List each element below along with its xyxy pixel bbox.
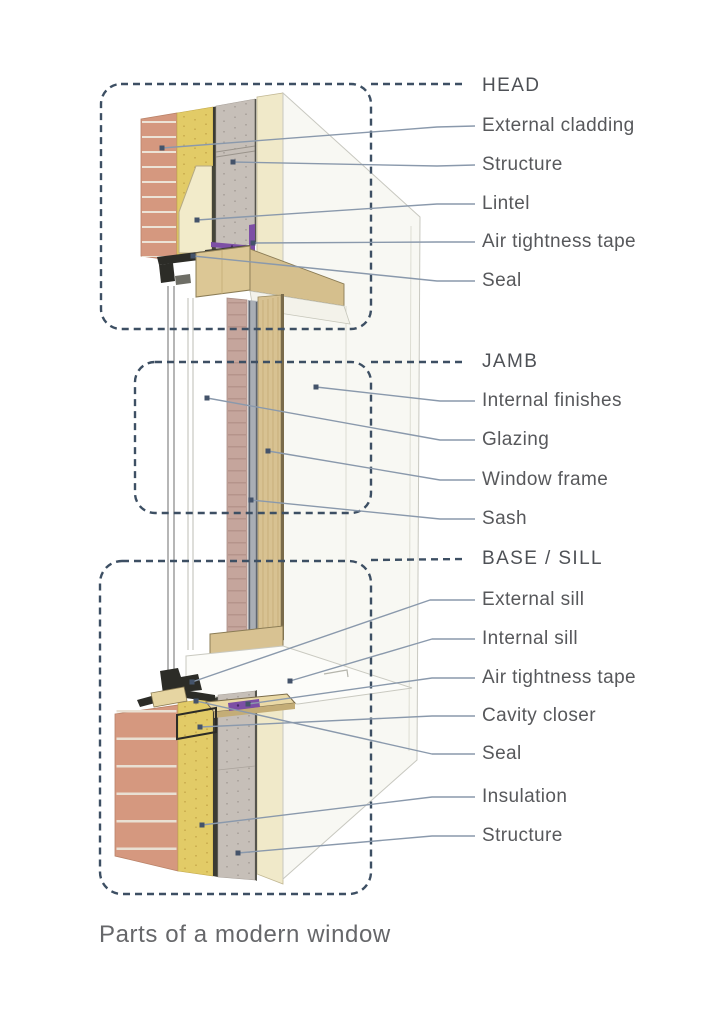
label-base-air-tightness-tape: Air tightness tape [482,667,637,688]
leader-glazing [206,397,475,441]
jamb-frame-strip [257,294,282,647]
label-head-seal: Seal [482,270,522,291]
leader-lintel [196,203,475,221]
diagram-title: Parts of a modern window [99,921,391,948]
interior-wall-face [282,91,421,881]
label-lintel: Lintel [482,193,530,214]
base-section-leader [370,557,465,562]
leader-external-cladding [161,125,476,149]
leader-head-seal [192,255,475,282]
glazing-lines [167,286,194,672]
label-internal-finishes: Internal finishes [482,390,622,411]
frame-head-block [195,245,251,298]
label-external-cladding: External cladding [482,115,635,136]
label-external-sill: External sill [482,589,585,610]
label-cavity-closer: Cavity closer [482,705,596,726]
section-label-jamb: JAMB [482,351,539,372]
leader-internal-sill [289,638,475,682]
leader-internal-finishes [315,386,475,402]
label-internal-sill: Internal sill [482,628,579,649]
label-window-frame: Window frame [482,469,609,490]
head-wall-layers [140,98,257,262]
label-base-structure: Structure [482,825,563,846]
sill-seal-and-boards [137,668,297,741]
base-wall-layers [114,690,257,881]
leader-base-air-tightness-tape [247,677,475,705]
leader-base-structure [237,835,475,854]
head-section-box [99,82,373,331]
leader-lines [161,125,476,854]
base-section-box [98,559,373,896]
leader-window-frame [267,450,475,481]
label-insulation: Insulation [482,786,568,807]
base-air-tightness-tape [228,699,260,711]
leader-head-structure [232,161,476,167]
label-head-structure: Structure [482,154,563,175]
window-cutaway-illustration [114,91,421,885]
label-base-seal: Seal [482,743,522,764]
leader-dots [159,145,319,856]
section-boxes [98,82,465,896]
jamb-strips [226,294,284,651]
leader-base-seal [195,700,475,755]
leader-head-air-tightness-tape [252,241,475,244]
leader-cavity-closer [199,715,475,728]
label-glazing: Glazing [482,429,550,450]
head-brick [140,112,178,262]
leader-external-sill [191,599,475,683]
cavity-closer-outline [176,706,217,741]
section-label-head: HEAD [482,75,541,96]
jamb-section-box [133,360,373,515]
label-sash: Sash [482,508,527,529]
leader-insulation [201,796,475,826]
sill-seal-bracket [160,668,202,694]
label-head-air-tightness-tape: Air tightness tape [482,231,637,252]
leader-sash [250,499,475,520]
section-label-base-sill: BASE / SILL [482,548,604,569]
base-brick [114,704,179,872]
